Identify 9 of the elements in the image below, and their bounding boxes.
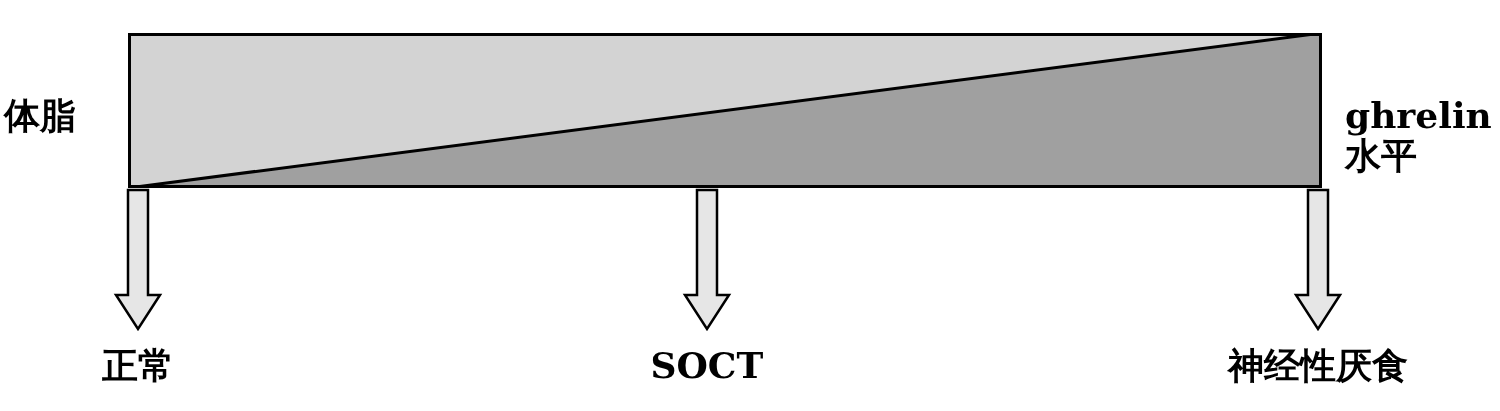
block-arrow	[682, 188, 732, 332]
category-label: SOCT	[650, 345, 764, 385]
region-label: ghrelin 水平	[1345, 95, 1492, 175]
block-arrow	[113, 188, 163, 332]
split-bar	[128, 33, 1322, 188]
category-label: 正常	[102, 345, 174, 385]
block-arrow	[1293, 188, 1343, 332]
category-label: 神经性厌食	[1228, 345, 1408, 385]
region-label: 体脂	[4, 95, 76, 135]
